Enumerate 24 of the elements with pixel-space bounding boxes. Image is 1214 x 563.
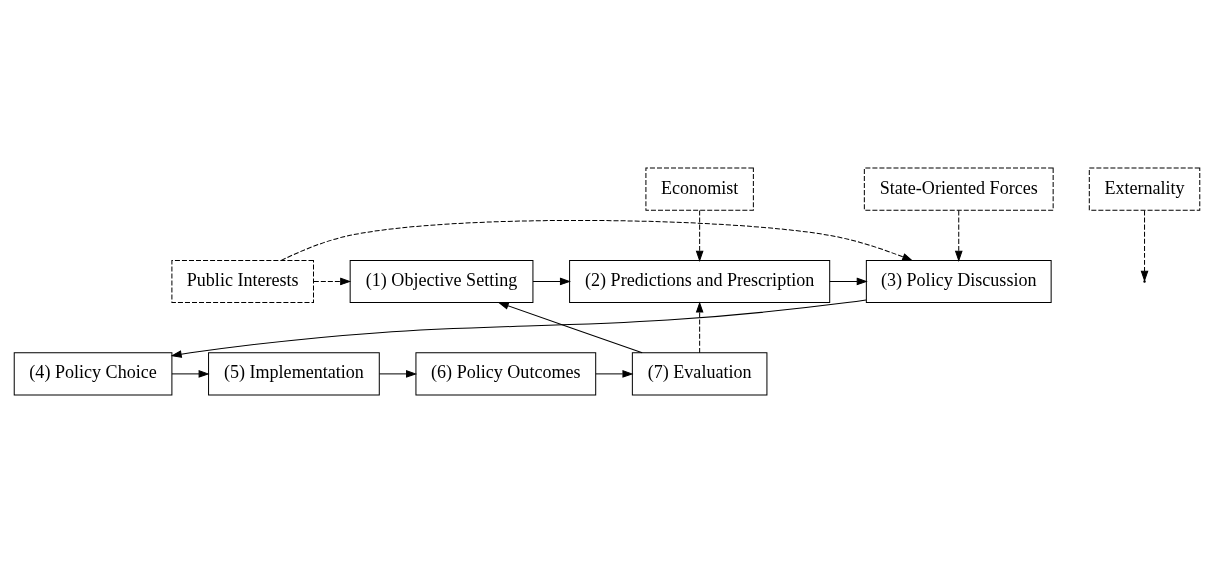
- arrow: [532, 277, 570, 286]
- node-box: (7) Evaluation: [631, 352, 768, 396]
- node-box: State-Oriented Forces: [863, 167, 1054, 211]
- node-box: (2) Predictions and Prescription: [569, 259, 831, 304]
- arrow: [696, 210, 704, 261]
- node-box: (6) Policy Outcomes: [415, 352, 597, 396]
- node-box: Externality: [1088, 167, 1201, 211]
- arrow: [595, 370, 633, 378]
- arrow: [171, 299, 867, 358]
- arrow: [955, 210, 963, 261]
- node-box: (4) Policy Choice: [13, 352, 173, 396]
- arrow: [379, 370, 417, 378]
- arrow: [171, 370, 209, 378]
- arrow: [498, 302, 643, 354]
- arrow: [829, 277, 867, 286]
- node-box: Economist: [645, 167, 754, 211]
- node-box: (1) Objective Setting: [349, 259, 534, 304]
- arrow: [696, 302, 704, 354]
- node-box: (5) Implementation: [208, 352, 380, 396]
- arrow: [313, 277, 351, 286]
- arrow: [1140, 210, 1149, 281]
- node-box: Public Interests: [171, 259, 314, 304]
- arrow: [280, 219, 913, 261]
- node-box: (3) Policy Discussion: [865, 259, 1052, 304]
